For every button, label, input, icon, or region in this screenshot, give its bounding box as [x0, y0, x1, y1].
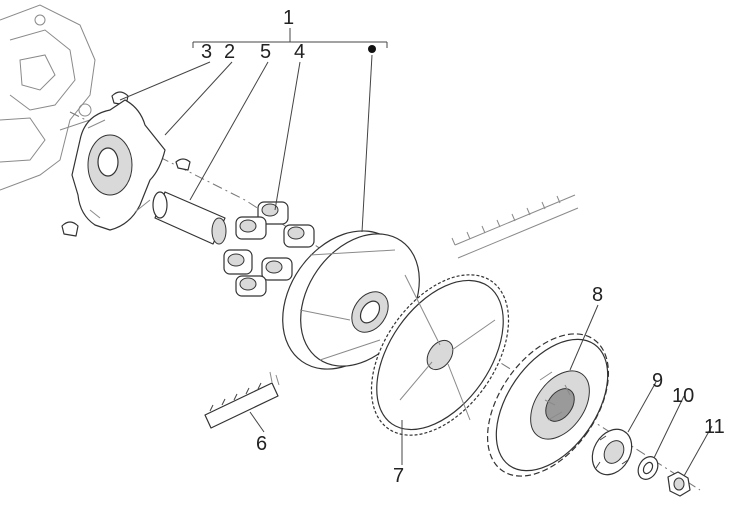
ramp-plate — [71, 99, 166, 231]
label-part-8: 8 — [592, 284, 603, 306]
nut-ring — [591, 428, 633, 476]
spacer-sleeve — [152, 191, 227, 245]
label-part-3: 3 — [201, 41, 212, 63]
label-part-5: 5 — [260, 41, 271, 63]
washer — [637, 456, 659, 480]
drive-belt-segment — [204, 371, 280, 429]
fixed-fan-pulley — [486, 333, 610, 477]
toothed-ring-gear — [370, 274, 510, 436]
label-part-1: 1 — [283, 7, 294, 29]
variator-rollers — [223, 201, 315, 297]
label-part-7: 7 — [393, 465, 404, 487]
belt-segment-upper — [451, 194, 579, 259]
label-part-11: 11 — [704, 416, 725, 438]
label-part-10: 10 — [672, 385, 694, 407]
label-part-9: 9 — [652, 370, 663, 392]
leader-lines — [119, 28, 713, 477]
label-part-4: 4 — [294, 41, 305, 63]
engine-casing-ghost — [0, 4, 111, 191]
label-part-6: 6 — [256, 433, 267, 455]
flange-nut — [667, 471, 691, 497]
label-part-2: 2 — [224, 41, 235, 63]
assembly-dot-marker — [368, 45, 376, 53]
